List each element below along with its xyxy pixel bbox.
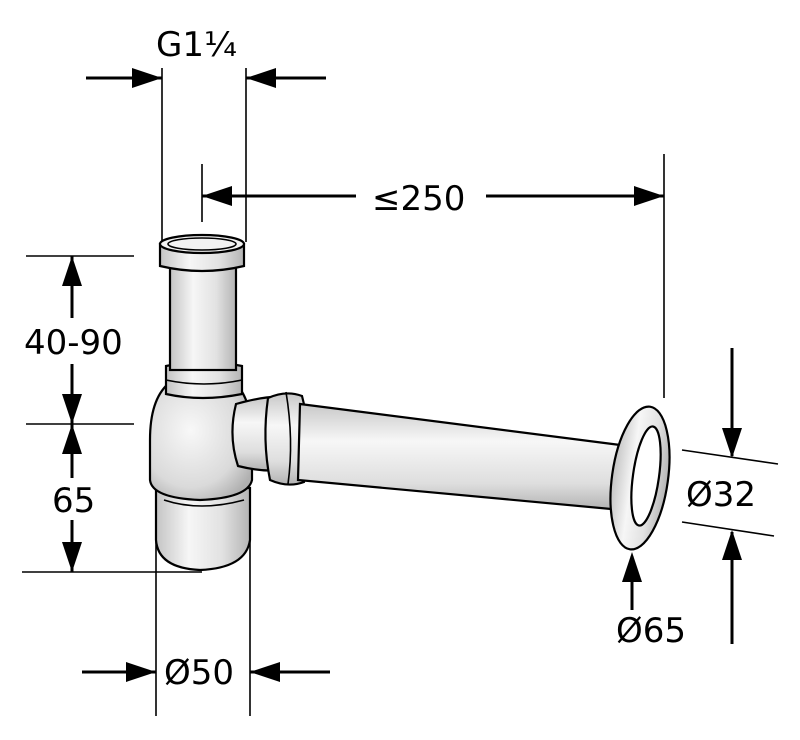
arrow-seal-up: [62, 424, 82, 454]
trap-cup: [154, 486, 252, 572]
arrow-pipe-down: [722, 428, 742, 458]
wall-pipe: [296, 402, 630, 512]
arrow-body-left: [126, 662, 156, 682]
arrow-rosette-up: [622, 552, 642, 582]
outlet-nut: [264, 392, 309, 486]
arrow-pipe-up: [722, 530, 742, 560]
dimension-labels: G1¼ ≤250 40-90 65 Ø50 Ø32 Ø65: [24, 25, 756, 693]
label-pipe-diameter: Ø32: [686, 475, 756, 515]
label-body-diameter: Ø50: [164, 653, 234, 693]
label-seal-height: 65: [52, 481, 95, 521]
dimension-lines: [22, 68, 779, 716]
label-thread: G1¼: [156, 25, 237, 65]
arrow-reach-right: [634, 186, 664, 206]
label-adjust-height: 40-90: [24, 323, 123, 363]
arrow-reach-left: [202, 186, 232, 206]
arrow-adjust-up: [62, 256, 82, 286]
siphon-illustration: [148, 233, 671, 572]
arrow-adjust-down: [62, 394, 82, 424]
tail-pipe: [168, 260, 238, 372]
arrow-thread-right: [246, 68, 276, 88]
arrow-seal-down: [62, 542, 82, 572]
arrow-thread-left: [132, 68, 162, 88]
label-max-length: ≤250: [372, 179, 465, 219]
arrow-body-right: [250, 662, 280, 682]
label-rosette-diameter: Ø65: [616, 611, 686, 651]
